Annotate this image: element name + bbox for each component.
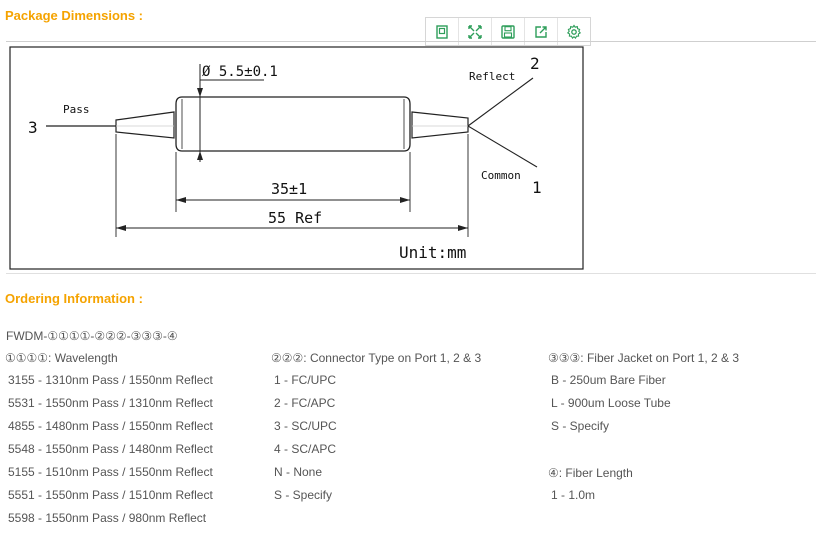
restore-button[interactable] bbox=[426, 18, 459, 45]
list-item: 3 - SC/UPC bbox=[274, 419, 337, 433]
port3-number: 3 bbox=[28, 118, 38, 137]
list-item: B - 250um Bare Fiber bbox=[551, 373, 666, 387]
list-item: N - None bbox=[274, 465, 323, 479]
connector-header: ②②②: Connector Type on Port 1, 2 & 3 bbox=[271, 351, 482, 365]
list-item: 4855 - 1480nm Pass / 1550nm Reflect bbox=[8, 419, 213, 433]
fiber-jacket-column: ③③③: Fiber Jacket on Port 1, 2 & 3 B - 2… bbox=[548, 351, 739, 442]
save-icon bbox=[501, 24, 515, 39]
gear-icon bbox=[566, 24, 582, 39]
common-label: Common bbox=[481, 169, 521, 182]
package-drawing-frame: Ø 5.5±0.1 35±1 55 Ref 3 Pass Reflect 2 C… bbox=[6, 41, 816, 274]
port2-number: 2 bbox=[530, 54, 540, 73]
list-item: 2 - FC/APC bbox=[274, 396, 336, 410]
port2-fiber bbox=[467, 77, 534, 127]
list-item: 1 - FC/UPC bbox=[274, 373, 337, 387]
diameter-label: Ø 5.5±0.1 bbox=[202, 64, 278, 80]
fullscreen-button[interactable] bbox=[459, 18, 492, 45]
drawing-border bbox=[9, 46, 584, 270]
wavelength-column: ①①①①: Wavelength 3155 - 1310nm Pass / 15… bbox=[5, 351, 213, 534]
connector-column: ②②②: Connector Type on Port 1, 2 & 3 1 -… bbox=[271, 351, 481, 511]
left-boot bbox=[115, 111, 175, 139]
list-item: S - Specify bbox=[274, 488, 333, 502]
save-button[interactable] bbox=[492, 18, 525, 45]
list-item: 5551 - 1550nm Pass / 1510nm Reflect bbox=[8, 488, 213, 502]
right-boot bbox=[411, 111, 469, 139]
ordering-information-title: Ordering Information : bbox=[5, 291, 143, 306]
expand-icon bbox=[468, 24, 482, 39]
body-length-label: 35±1 bbox=[271, 180, 307, 198]
port1-number: 1 bbox=[532, 178, 542, 197]
list-item: S - Specify bbox=[551, 419, 610, 433]
settings-button[interactable] bbox=[558, 18, 590, 45]
ordering-code: FWDM-①①①①-②②②-③③③-④ bbox=[6, 329, 178, 343]
list-item: 5531 - 1550nm Pass / 1310nm Reflect bbox=[8, 396, 213, 410]
total-length-label: 55 Ref bbox=[268, 209, 322, 227]
list-item: 5548 - 1550nm Pass / 1480nm Reflect bbox=[8, 442, 213, 456]
list-item: L - 900um Loose Tube bbox=[551, 396, 671, 410]
package-dimensions-title: Package Dimensions : bbox=[5, 8, 143, 23]
fiber-length-header: ④: Fiber Length bbox=[548, 466, 633, 480]
fiber-length-column: ④: Fiber Length 1 - 1.0m bbox=[548, 466, 633, 511]
reflect-label: Reflect bbox=[469, 70, 515, 83]
list-item: 5598 - 1550nm Pass / 980nm Reflect bbox=[8, 511, 207, 525]
restore-icon bbox=[436, 24, 448, 39]
share-button[interactable] bbox=[525, 18, 558, 45]
device-body bbox=[175, 96, 411, 152]
list-item: 4 - SC/APC bbox=[274, 442, 337, 456]
package-drawing: Ø 5.5±0.1 35±1 55 Ref 3 Pass Reflect 2 C… bbox=[9, 46, 584, 270]
unit-label: Unit:mm bbox=[399, 243, 466, 262]
wavelength-header: ①①①①: Wavelength bbox=[5, 351, 118, 365]
share-icon bbox=[535, 25, 547, 38]
port1-fiber bbox=[467, 125, 538, 168]
list-item: 3155 - 1310nm Pass / 1550nm Reflect bbox=[8, 373, 213, 387]
fiber-jacket-header: ③③③: Fiber Jacket on Port 1, 2 & 3 bbox=[548, 351, 740, 365]
pass-label: Pass bbox=[63, 103, 90, 116]
list-item: 1 - 1.0m bbox=[551, 488, 596, 502]
list-item: 5155 - 1510nm Pass / 1550nm Reflect bbox=[8, 465, 213, 479]
